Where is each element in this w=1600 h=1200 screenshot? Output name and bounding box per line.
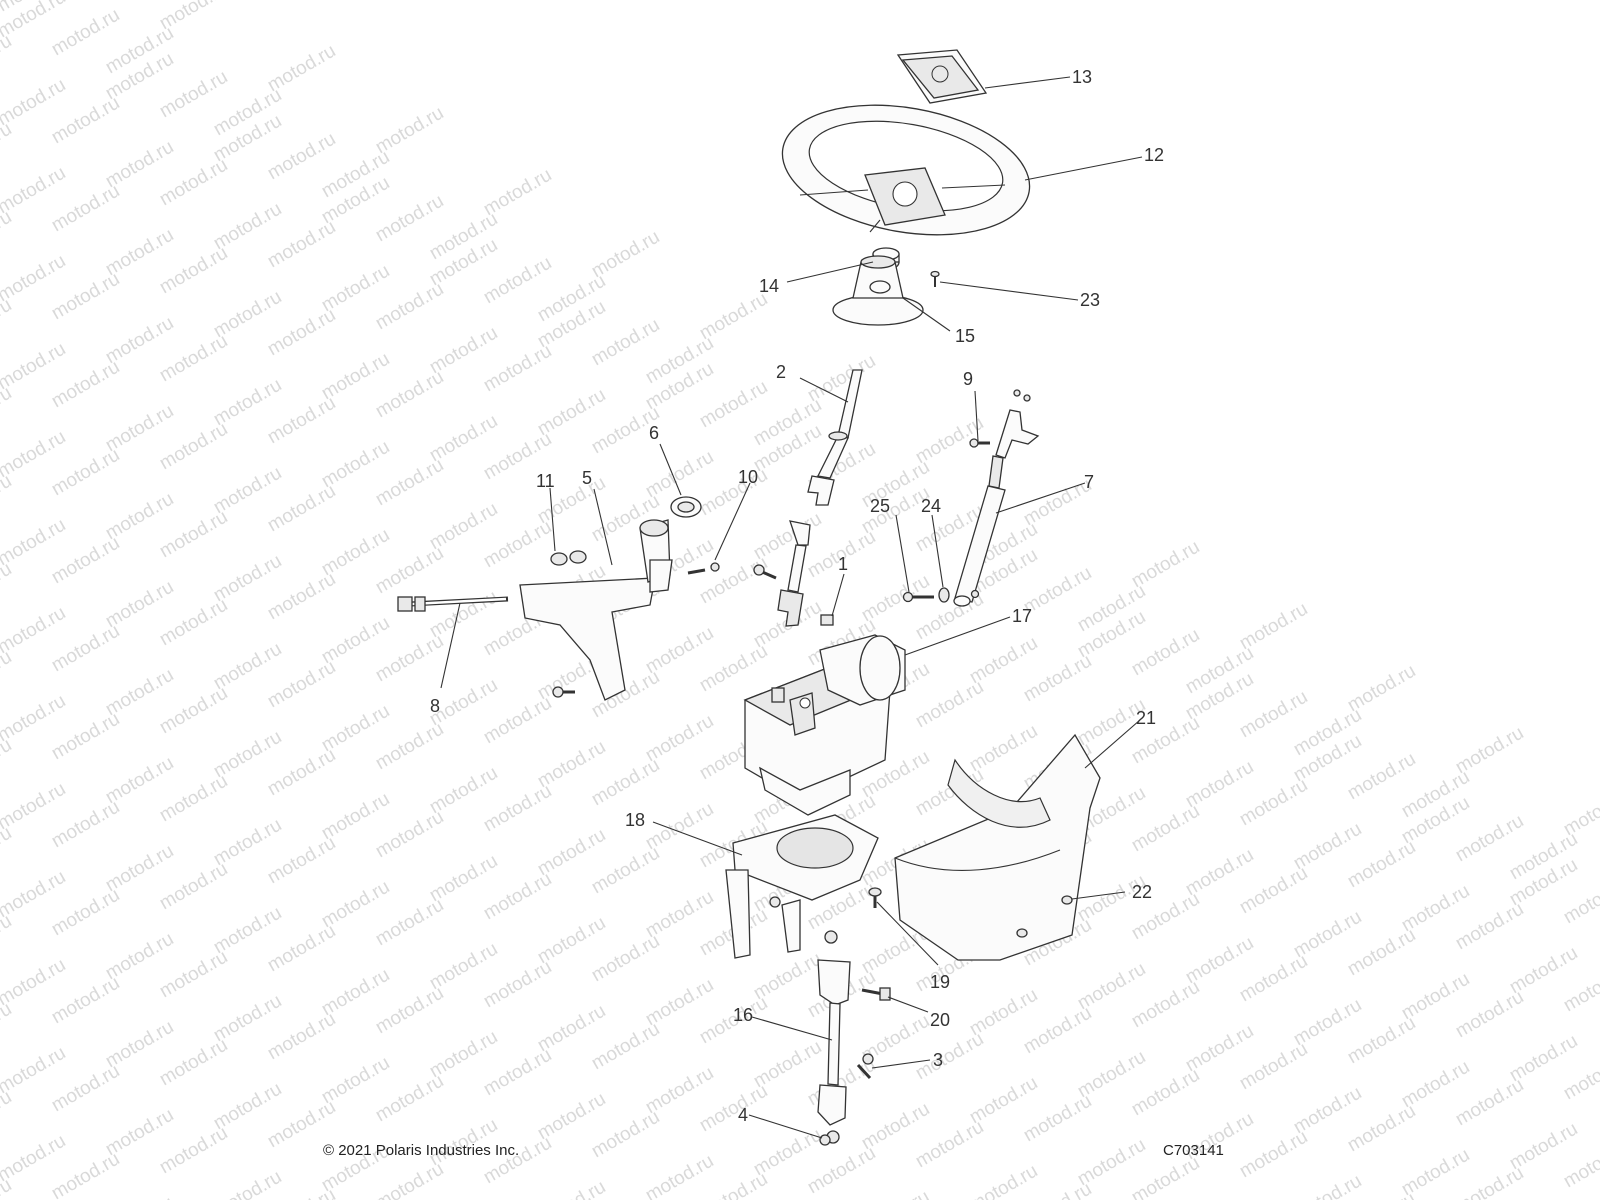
copyright-notice: © 2021 Polaris Industries Inc. xyxy=(323,1142,520,1159)
figure-id: C703141 xyxy=(1163,1142,1224,1159)
callout-21: 21 xyxy=(1136,708,1156,728)
callout-14: 14 xyxy=(759,276,779,296)
callout-18: 18 xyxy=(625,810,645,830)
callout-7: 7 xyxy=(1084,472,1094,492)
part-6-bearing xyxy=(670,496,702,518)
part-10-bolt xyxy=(687,562,720,575)
part-18-lower-bracket xyxy=(725,814,879,959)
part-17-power-steering-unit xyxy=(743,634,906,816)
part-24-washer xyxy=(938,587,950,603)
callout-22: 22 xyxy=(1132,882,1152,902)
callout-4: 4 xyxy=(738,1105,748,1125)
part-bolt-bracket xyxy=(552,686,575,698)
part-13-wheel-cap xyxy=(896,49,988,104)
part-3-bolt xyxy=(856,1053,874,1080)
callout-19: 19 xyxy=(930,972,950,992)
part-7-gas-strut xyxy=(953,409,1040,607)
leader-lines xyxy=(440,76,1143,1139)
callout-25: 25 xyxy=(870,496,890,516)
part-2-upper-steering-shaft xyxy=(807,369,863,506)
callout-16: 16 xyxy=(733,1005,753,1025)
part-19-bolt xyxy=(868,887,882,908)
part-25-bolt xyxy=(902,591,934,603)
part-8-long-bolt xyxy=(397,596,509,612)
callout-8: 8 xyxy=(430,696,440,716)
part-23-screw xyxy=(930,270,940,287)
callout-23: 23 xyxy=(1080,290,1100,310)
callout-12: 12 xyxy=(1144,145,1164,165)
part-4-nut xyxy=(819,1134,831,1146)
callout-13: 13 xyxy=(1072,67,1092,87)
part-bolt-shaft xyxy=(753,564,777,580)
callout-15: 15 xyxy=(955,326,975,346)
part-9-screws xyxy=(969,389,1031,448)
part-22-screws xyxy=(1016,895,1073,938)
part-21-column-cover xyxy=(894,733,1101,961)
callout-3: 3 xyxy=(933,1050,943,1070)
callout-6: 6 xyxy=(649,423,659,443)
callout-11: 11 xyxy=(536,471,555,491)
callout-9: 9 xyxy=(963,369,973,389)
callout-24: 24 xyxy=(921,496,941,516)
part-5-column-bracket xyxy=(519,519,673,701)
callout-17: 17 xyxy=(1012,606,1032,626)
part-15-column-bushing xyxy=(832,255,924,326)
callout-2: 2 xyxy=(776,362,786,382)
part-20-bolt xyxy=(861,987,891,1001)
callout-labels: 1 2 3 4 5 6 7 8 9 10 11 12 13 14 15 16 1… xyxy=(430,67,1164,1125)
callout-20: 20 xyxy=(930,1010,950,1030)
part-12-steering-wheel xyxy=(781,104,1031,236)
callout-5: 5 xyxy=(582,468,592,488)
part-intermediate-shaft xyxy=(777,520,811,627)
part-1-nut xyxy=(820,614,834,626)
callout-10: 10 xyxy=(738,467,758,487)
part-11-nuts xyxy=(550,550,587,566)
callout-1: 1 xyxy=(838,554,848,574)
